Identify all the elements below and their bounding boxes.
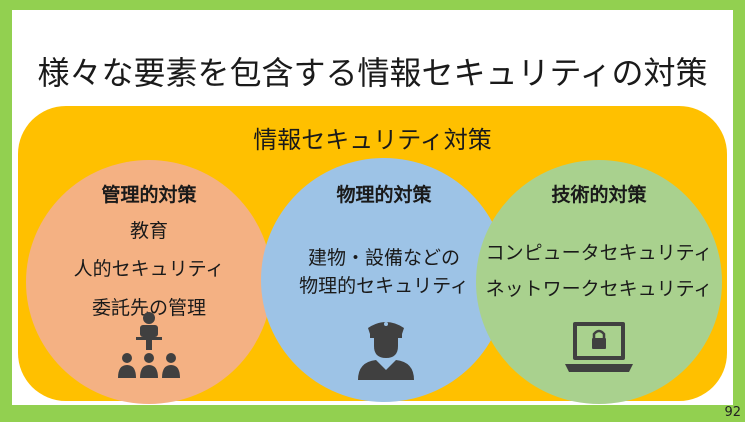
slide-title: 様々な要素を包含する情報セキュリティの対策 (37, 54, 708, 92)
technical-item: ネットワークセキュリティ (485, 278, 713, 300)
page-number: 92 (724, 405, 741, 420)
slide: 様々な要素を包含する情報セキュリティの対策 情報セキュリティ対策 管理的対策 教… (12, 10, 733, 405)
management-item: 人的セキュリティ (73, 258, 225, 280)
management-measures-circle (26, 160, 272, 404)
physical-measures-title: 物理的対策 (336, 184, 432, 206)
physical-measures-circle (261, 158, 507, 402)
presenter-audience-icon (118, 312, 180, 378)
security-guard-icon (358, 322, 414, 380)
physical-item: 建物・設備などの (307, 247, 460, 269)
management-item: 教育 (129, 220, 168, 242)
laptop-lock-icon (565, 322, 633, 372)
technical-item: コンピュータセキュリティ (485, 242, 713, 264)
technical-measures-circle (476, 160, 722, 404)
technical-measures-title: 技術的対策 (551, 184, 647, 206)
panel-title: 情報セキュリティ対策 (253, 126, 492, 154)
physical-item: 物理的セキュリティ (299, 275, 469, 297)
management-measures-title: 管理的対策 (101, 184, 197, 206)
management-item: 委託先の管理 (91, 297, 206, 319)
